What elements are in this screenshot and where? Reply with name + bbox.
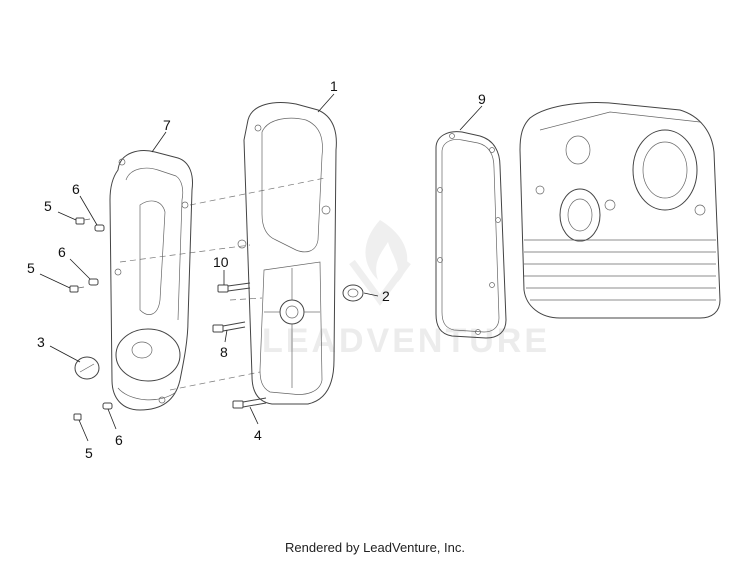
part-1-timing-housing (237, 102, 337, 405)
callout-3: 3 (37, 334, 45, 350)
callout-10: 10 (213, 254, 229, 270)
callout-9: 9 (478, 91, 486, 107)
alignment-lines (119, 177, 326, 391)
bolt-part-8 (212, 321, 246, 333)
bolt-part-10 (217, 282, 251, 293)
callout-1: 1 (330, 78, 338, 94)
engine-block (519, 102, 721, 319)
callout-5-middle: 5 (27, 260, 35, 276)
callout-6-lower: 6 (115, 432, 123, 448)
watermark: LEADVENTURE (262, 220, 550, 360)
callouts: 1 2 3 4 5 5 5 6 6 6 7 8 9 10 (27, 78, 486, 461)
footer-credit: Rendered by LeadVenture, Inc. (285, 540, 465, 555)
leader-lines (39, 93, 483, 442)
watermark-text: LEADVENTURE (262, 322, 550, 360)
callout-7: 7 (163, 117, 171, 133)
callout-4: 4 (254, 427, 262, 443)
bolt-part-4 (232, 397, 267, 409)
callout-5-lower: 5 (85, 445, 93, 461)
part-3-plug-cap (74, 356, 100, 380)
callout-2: 2 (382, 288, 390, 304)
flame-logo-icon (349, 220, 411, 306)
dowel-part-6-lower (102, 402, 113, 410)
callout-6-upper: 6 (72, 181, 80, 197)
dowel-part-6-upper (94, 224, 105, 232)
callout-8: 8 (220, 344, 228, 360)
screw-part-5-middle (69, 285, 85, 293)
screw-part-5-lower (73, 413, 82, 421)
screw-part-5-upper (75, 217, 91, 225)
dowel-part-6-middle (88, 278, 99, 286)
part-2-seal (342, 284, 364, 302)
part-7-timing-cover (109, 150, 193, 411)
callout-6-middle: 6 (58, 244, 66, 260)
part-9-gasket (435, 131, 507, 339)
callout-5-upper: 5 (44, 198, 52, 214)
